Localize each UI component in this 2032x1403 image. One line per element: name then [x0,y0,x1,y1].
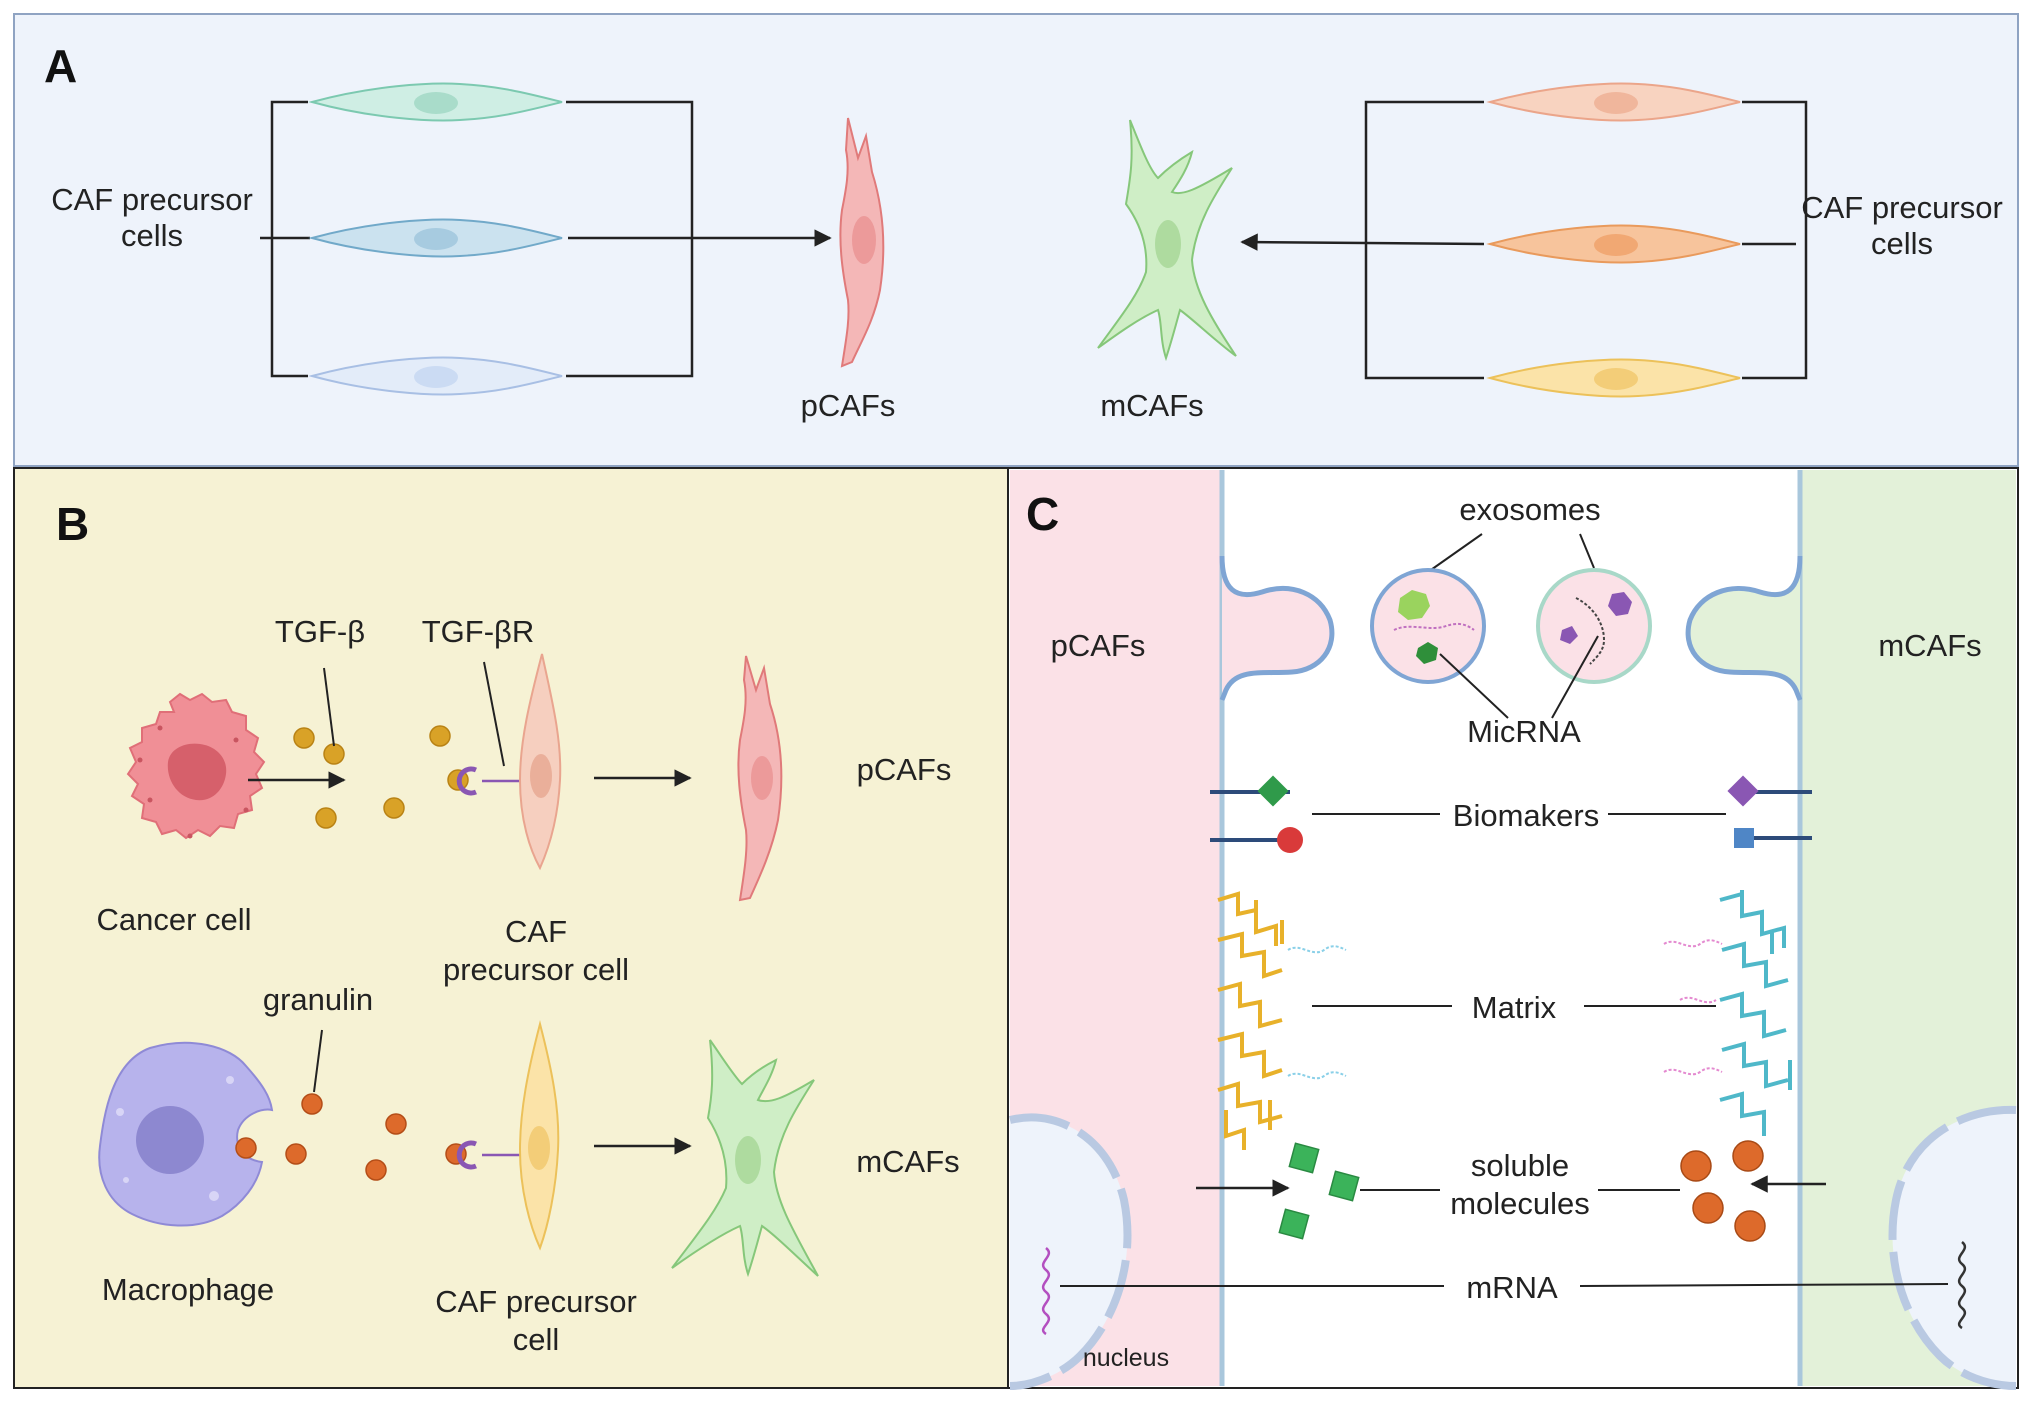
panel-a: A CAF precursor cells pCAFs [13,13,2019,467]
cancer-cell [126,692,266,840]
precursor2-label-line2: cell [513,1322,560,1357]
mcaf-cell-a [1097,119,1237,362]
panel-b-pcafs-label: pCAFs [857,752,952,787]
panel-a-right-label-line2: cells [1871,226,1933,261]
pcaf-mrna-strand [1041,1247,1051,1336]
panel-a-left-label-line1: CAF precursor [51,182,253,217]
soluble-label-line2: molecules [1450,1186,1590,1221]
mcaf-cell-b [671,1039,819,1278]
mrna-pointer-right [1579,1283,1949,1287]
panel-a-pcafs-label: pCAFs [801,388,896,423]
mrna-label: mRNA [1466,1270,1558,1305]
micrna-label: MicRNA [1467,714,1581,749]
biomakers-label: Biomakers [1453,798,1599,833]
panel-a-right-bracket [1364,100,1808,380]
exosome-pointer-right [1579,533,1595,569]
precursor-cell-a-left-1 [308,82,563,122]
panel-a-letter: A [44,40,77,92]
mcaf-nucleus [1888,1105,2017,1390]
caf-precursor-cell-b2 [518,1020,560,1251]
exosome-pointer-left [1427,533,1483,573]
precursor-cell-a-right-3 [1486,358,1741,398]
tgf-beta-receptor-top [456,766,477,796]
panel-b-letter: B [56,498,89,550]
panel-b-mcafs-label: mCAFs [856,1144,959,1179]
precursor2-label-line1: CAF precursor [435,1284,637,1319]
panel-c-letter: C [1026,488,1059,540]
macrophage-cell [98,1041,274,1227]
precursor1-label-line1: CAF [505,914,567,949]
precursor1-label-line2: precursor cell [443,952,629,987]
exosome-right [1536,568,1652,684]
pcaf-matrix-fibers [1287,945,1347,1080]
nucleus-label: nucleus [1083,1344,1169,1372]
panel-a-mcafs-label: mCAFs [1100,388,1203,423]
tgf-beta-receptor-label: TGF-βR [422,614,535,649]
panel-a-left-label-line2: cells [121,218,183,253]
panel-c-mcafs-label: mCAFs [1878,628,1981,663]
soluble-label-line1: soluble [1471,1148,1569,1183]
pcaf-matrix [1217,891,1284,1150]
mcaf-mrna-strand [1957,1241,1967,1330]
tgf-beta-pointer [323,667,335,747]
pcaf-cell-b [737,655,783,902]
panel-b: B Cancer cell TGF-β TGF-βR [13,467,1009,1389]
panel-a-right-label-line1: CAF precursor [1801,190,2003,225]
exosome-left [1370,568,1486,684]
panel-a-arrow-to-mcafs [1240,233,1485,251]
mcaf-budding-vesicle [1685,555,1803,701]
exosomes-label: exosomes [1459,492,1600,527]
precursor-cell-a-left-3 [308,356,563,396]
macrophage-label: Macrophage [102,1272,274,1307]
granulin-label: granulin [263,982,373,1017]
cancer-cell-label: Cancer cell [96,902,251,937]
mcaf-soluble-molecules [1680,1140,1766,1242]
caf-precursor-cell-b1 [518,653,562,871]
panel-c: C pCAFs mCAFs exosomes MicRNA [1007,467,2019,1390]
pcaf-budding-vesicle [1219,555,1335,701]
mcaf-matrix [1719,890,1792,1136]
precursor-cell-a-left-2 [308,218,563,258]
panel-b-background [13,467,1009,1389]
micrna-pointer-left [1439,653,1509,719]
granulin-receptor [456,1140,477,1170]
panel-c-pcafs-label: pCAFs [1051,628,1146,663]
matrix-label: Matrix [1472,990,1557,1025]
mcaf-matrix-fibers [1663,939,1723,1076]
pcaf-nucleus [1009,1113,1132,1390]
pcaf-cell-a [839,117,885,368]
granulin-molecules [235,1093,467,1181]
granulin-pointer [313,1029,323,1093]
micrna-pointer-right [1551,635,1599,719]
precursor-cell-a-right-2 [1486,224,1741,264]
precursor-cell-a-right-1 [1486,82,1741,122]
pcaf-soluble-molecules [1278,1142,1360,1240]
tgf-beta-receptor-pointer [483,661,505,767]
tgf-beta-label: TGF-β [275,614,365,649]
